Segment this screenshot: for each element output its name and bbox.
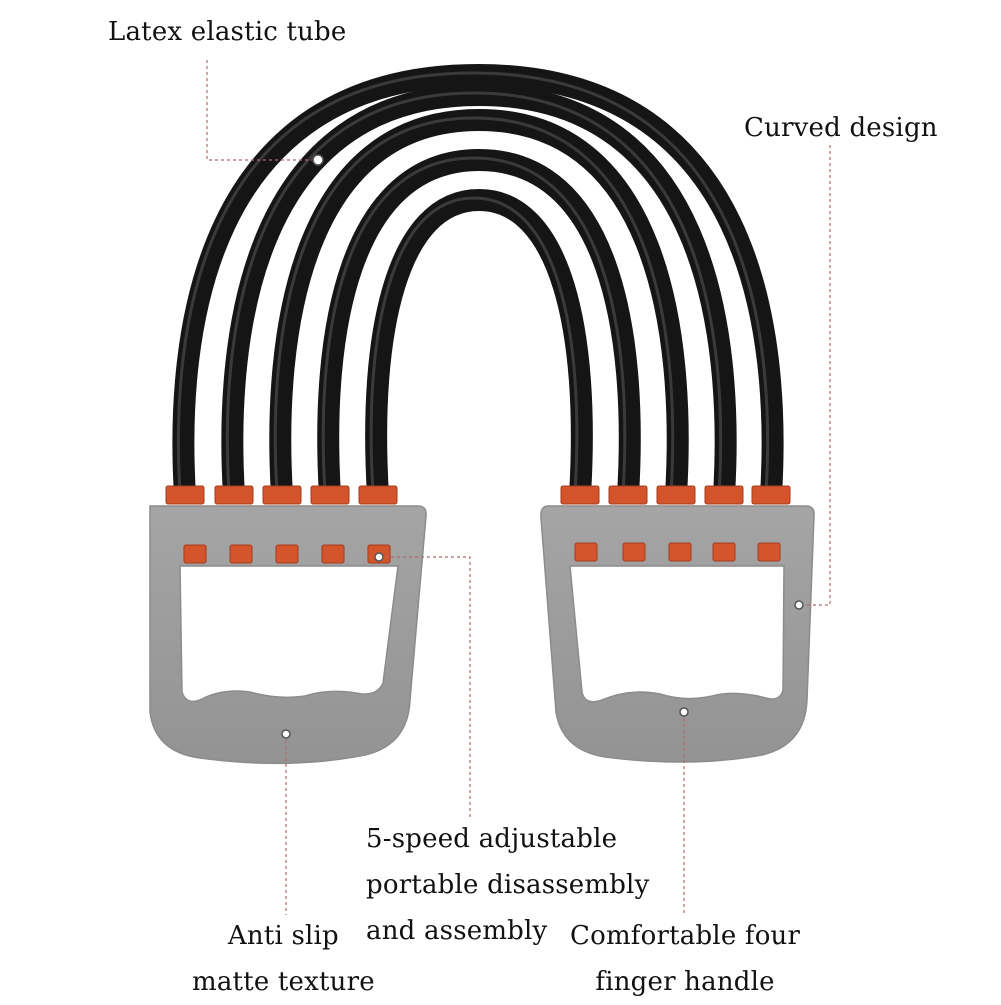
dot-curved	[794, 600, 804, 610]
top-clip	[751, 485, 791, 505]
right-handle-frame	[540, 505, 815, 763]
top-clip	[358, 485, 398, 505]
speed-slot-clip	[712, 542, 736, 562]
dot-tube	[312, 154, 324, 166]
tube-highlight	[176, 71, 770, 494]
tube-highlight	[273, 116, 675, 494]
label-anti-slip: Anti slip matte texture	[192, 913, 375, 1005]
speed-slot-clip	[321, 544, 345, 564]
left-handle-frame	[149, 505, 427, 765]
label-finger-handle: Comfortable four finger handle	[570, 913, 800, 1005]
top-clip	[262, 485, 302, 505]
leader-tube	[206, 60, 312, 161]
top-clip	[656, 485, 696, 505]
elastic-tube	[172, 63, 784, 496]
label-line: 5-speed adjustable	[366, 824, 618, 854]
label-line: Comfortable four	[570, 921, 801, 951]
leader-adjust	[385, 556, 471, 818]
dot-adjust	[374, 552, 384, 562]
top-clip	[214, 485, 254, 505]
elastic-tube	[365, 188, 593, 496]
speed-slot-clip	[275, 544, 299, 564]
leader-lines	[206, 60, 831, 915]
label-latex-elastic-tube: Latex elastic tube	[108, 9, 347, 55]
top-clip	[310, 485, 350, 505]
speed-slot-clip	[668, 542, 692, 562]
speed-slot-clip	[183, 544, 207, 564]
latex-elastic-tubes	[172, 63, 784, 496]
elastic-tube	[317, 148, 641, 496]
right-handle	[540, 505, 815, 763]
tube-highlight	[321, 156, 627, 494]
elastic-tube	[269, 108, 689, 496]
speed-slot-clip	[229, 544, 253, 564]
speed-slot-clip	[757, 542, 781, 562]
speed-slot-clip	[622, 542, 646, 562]
speed-adjust-clips	[165, 485, 791, 564]
tube-highlight	[225, 91, 723, 494]
label-line: Anti slip	[227, 921, 339, 951]
label-adjustable: 5-speed adjustable portable disassembly …	[366, 816, 649, 954]
top-clip	[608, 485, 648, 505]
top-clip	[704, 485, 744, 505]
callout-dots	[281, 154, 804, 739]
left-handle	[149, 505, 427, 765]
elastic-tube	[221, 83, 737, 496]
label-curved-design: Curved design	[744, 105, 938, 151]
label-line: and assembly	[366, 916, 548, 946]
dot-anti-slip	[281, 729, 291, 739]
label-line: Latex elastic tube	[108, 17, 347, 47]
dot-handle	[679, 707, 689, 717]
top-clip	[165, 485, 205, 505]
tube-highlight	[369, 196, 579, 494]
label-line: matte texture	[192, 967, 375, 997]
speed-slot-clip	[574, 542, 598, 562]
label-line: portable disassembly	[366, 870, 650, 900]
top-clip	[560, 485, 600, 505]
label-line: Curved design	[744, 113, 938, 143]
label-line: finger handle	[595, 967, 775, 997]
